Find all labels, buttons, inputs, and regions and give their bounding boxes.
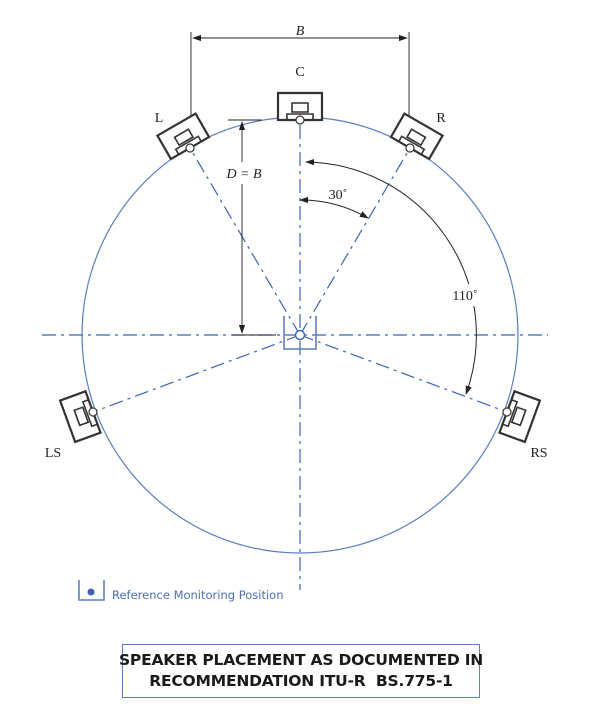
caption-box: SPEAKER PLACEMENT AS DOCUMENTED IN RECOM… — [118, 644, 484, 698]
speaker-right — [389, 112, 445, 161]
speaker-label-left: L — [155, 111, 164, 126]
speaker-label-center: C — [295, 65, 304, 80]
angle-110-label: 110˚ — [452, 289, 477, 304]
angle-30-label: 30˚ — [329, 188, 348, 203]
speaker-left — [155, 112, 211, 161]
speaker-center — [276, 91, 324, 125]
speaker-label-right-surround: RS — [530, 446, 547, 461]
legend-reference-icon — [78, 580, 105, 601]
ray-left-surround — [92, 334, 301, 413]
dimension-d-label: D = B — [225, 167, 262, 182]
angle-110-arc — [305, 158, 477, 395]
speaker-right-surround — [498, 389, 542, 444]
dimension-d — [228, 119, 276, 336]
axis-lines — [42, 125, 548, 590]
dimension-b-label: B — [296, 24, 305, 39]
legend-reference-label: Reference Monitoring Position — [112, 588, 284, 602]
ray-right — [299, 147, 411, 336]
speaker-label-left-surround: LS — [45, 446, 61, 461]
caption-line-1: SPEAKER PLACEMENT AS DOCUMENTED IN — [118, 651, 484, 669]
speaker-left-surround — [58, 389, 102, 444]
reference-position-marker — [283, 316, 317, 350]
speaker-label-right: R — [436, 111, 446, 126]
dimension-b — [190, 32, 410, 122]
caption-line-2: RECOMMENDATION ITU-R BS.775-1 — [149, 672, 453, 690]
